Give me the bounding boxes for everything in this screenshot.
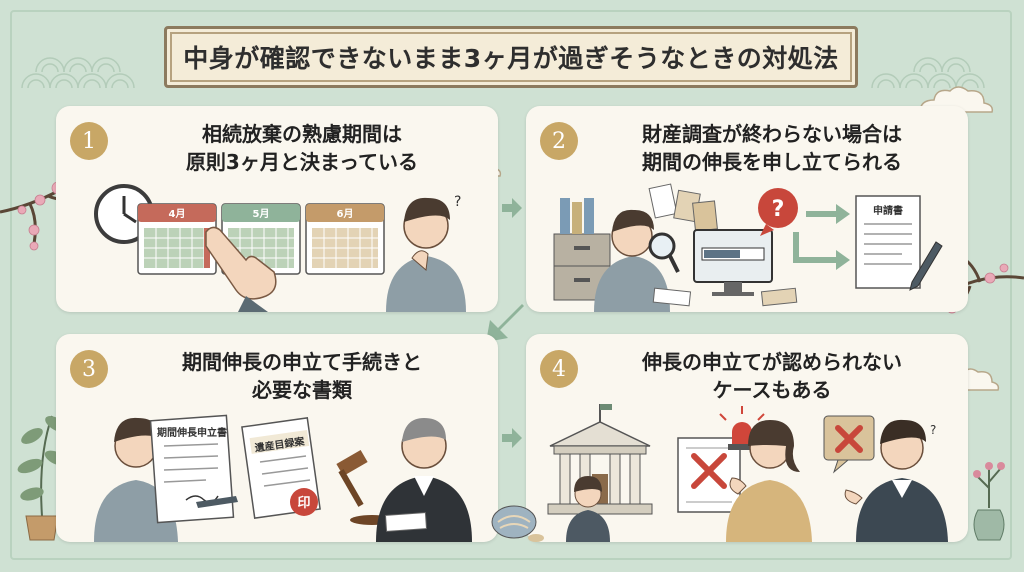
alarm-icon (719, 406, 765, 450)
flying-papers (648, 183, 718, 232)
pen-icon (196, 496, 238, 508)
step-heading-line: 伸長の申立てが認められない (642, 350, 902, 374)
step-card-2: 2 財産調査が終わらない場合は 期間の伸長を申し立てられる (526, 106, 968, 312)
svg-text:?: ? (772, 197, 785, 222)
step-card-1: 1 相続放棄の熟慮期間は 原則3ヶ月と決まっている 4月 (56, 106, 498, 312)
application-document (855, 195, 921, 289)
branch-arrows (793, 211, 836, 263)
step-card-4: 4 伸長の申立てが認められない ケースもある (526, 334, 968, 542)
step-number-badge: 1 (70, 122, 108, 160)
pen-icon (909, 241, 943, 291)
step-heading: 相続放棄の熟慮期間は 原則3ヶ月と決まっている (116, 120, 488, 176)
page-title-box: 中身が確認できないまま3ヶ月が過ぎそうなときの対処法 (164, 26, 858, 88)
explaining-man (844, 419, 948, 542)
question-icon: ? (758, 188, 798, 236)
worried-woman (726, 420, 812, 542)
flow-arrow-diagonal (486, 304, 524, 342)
cloud-decoration (919, 86, 994, 113)
step-card-3: 3 期間伸長の申立て手続きと 必要な書類 期間伸長申立書 (56, 334, 498, 542)
step-4-illustration: ? (547, 404, 948, 542)
step-heading: 財産調査が終わらない場合は 期間の伸長を申し立てられる (586, 120, 958, 176)
page-title: 中身が確認できないまま3ヶ月が過ぎそうなときの対処法 (183, 44, 839, 73)
magnifier-icon (648, 232, 680, 273)
step-2-illustration: ? 申請書 (553, 183, 943, 312)
seal-stamp-icon (290, 488, 318, 516)
step-3-illustration: 期間伸長申立書 遺産目録案 印 (94, 414, 472, 542)
flower-vase-right (973, 462, 1005, 541)
wave-pattern-decoration (871, 57, 985, 89)
step-heading-line: 相続放棄の熟慮期間は (202, 122, 402, 146)
pointing-hand-icon (205, 226, 277, 312)
step-heading-line: ケースもある (712, 378, 832, 402)
flow-arrow-right (502, 198, 522, 218)
calendar-month-label: 4月 (169, 208, 186, 220)
step-heading-line: 期間伸長の申立て手続きと (182, 350, 422, 374)
computer-monitor (693, 229, 773, 296)
extension-application-title: 期間伸長申立書 (157, 426, 227, 439)
thinking-person: ? (386, 194, 466, 312)
stones-decoration (491, 505, 544, 542)
woman-person (566, 476, 610, 542)
step-number-badge: 3 (70, 350, 108, 388)
step-heading: 期間伸長の申立て手続きと 必要な書類 (116, 348, 488, 404)
step-heading-line: 財産調査が終わらない場合は (642, 122, 902, 146)
svg-text:?: ? (930, 423, 936, 437)
step-heading: 伸長の申立てが認められない ケースもある (586, 348, 958, 404)
step-number-badge: 2 (540, 122, 578, 160)
investigating-person (594, 209, 670, 312)
calendar-may (221, 203, 301, 275)
reject-x-icon (823, 415, 875, 474)
calendar-month-label: 6月 (337, 208, 354, 220)
calendar-june (305, 203, 385, 275)
step-heading-line: 期間の伸長を申し立てられる (642, 150, 902, 174)
svg-text:?: ? (454, 194, 461, 210)
step-1-illustration: 4月 5月 6月 (94, 184, 466, 312)
step-heading-line: 原則3ヶ月と決まっている (185, 150, 419, 174)
application-doc-title: 申請書 (873, 204, 903, 217)
seal-stamp-label: 印 (297, 496, 310, 511)
reject-x-icon (691, 453, 727, 489)
step-number-badge: 4 (540, 350, 578, 388)
calendar-month-label: 5月 (253, 208, 270, 220)
wave-pattern-decoration (21, 57, 135, 89)
page-frame (10, 10, 1012, 560)
step-heading-line: 必要な書類 (252, 378, 352, 402)
flow-arrow-right (502, 428, 522, 448)
calendar-april (137, 203, 217, 275)
extension-application-document (149, 414, 235, 524)
